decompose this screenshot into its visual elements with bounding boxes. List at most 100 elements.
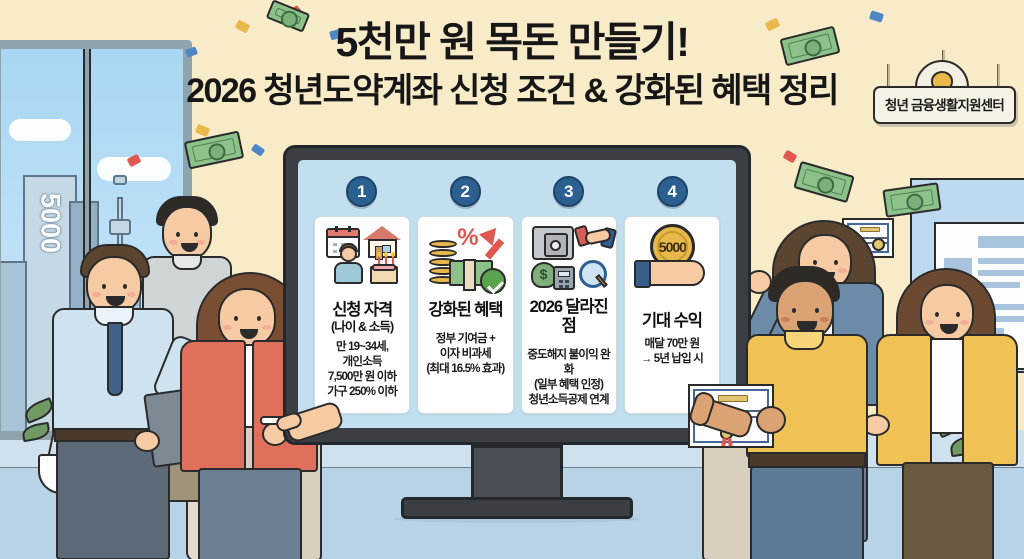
- blush: [820, 317, 829, 322]
- certificate-title-bar: [718, 395, 748, 402]
- card-2-line: 이자 비과세: [439, 348, 492, 360]
- person-body: [334, 262, 364, 284]
- certificate-line: [853, 242, 887, 244]
- calendar-cell: [333, 250, 337, 253]
- eye: [176, 232, 180, 237]
- poster-line: [978, 282, 1020, 288]
- poster-line: [978, 270, 1024, 276]
- calendar-cell: [333, 243, 337, 246]
- step-card-4[interactable]: 5000 기대 수익 매달 70만 원 → 5년 납입 시: [623, 216, 720, 414]
- card-3-heading: 2026 달라진 점: [529, 298, 609, 335]
- head: [920, 284, 974, 342]
- card-1-line: 7,500만 원 이하: [328, 371, 397, 383]
- head: [162, 206, 212, 260]
- badge-label: 청년 금융생활지원센터: [884, 98, 1005, 113]
- monitor-neck: [471, 445, 563, 503]
- tower-top-icon: [113, 175, 127, 185]
- eye: [792, 308, 796, 313]
- candle-flame: [384, 252, 389, 257]
- coin-label: 5000: [658, 238, 687, 255]
- calculator-icon: [552, 266, 575, 290]
- calculator-key: [564, 280, 569, 283]
- card-1-line: 가구 250% 이하: [327, 386, 397, 398]
- magnifier-handle: [594, 274, 608, 288]
- blush: [92, 292, 101, 297]
- blazer-left-panel: [180, 340, 246, 472]
- mouth: [181, 243, 198, 252]
- certificate-seal-icon: [872, 238, 885, 251]
- certificate-line: [853, 237, 887, 239]
- seal-ribbon: [721, 437, 727, 447]
- step-number-cell: 4: [621, 176, 725, 210]
- cake-frosting: [372, 264, 397, 271]
- card-4-line: → 5년 납입 시: [640, 353, 704, 365]
- legs: [902, 462, 994, 559]
- shirt-cuff: [633, 260, 651, 288]
- mouth: [797, 321, 817, 332]
- safe-handshake-moneybag-calculator-magnifier-icon: $: [525, 224, 617, 295]
- card-1-line: 만 19~34세,: [336, 341, 389, 353]
- step-badge-1: 1: [346, 176, 378, 207]
- bill-inner-border: [801, 168, 847, 196]
- candle-flame: [377, 252, 382, 257]
- check-circle-icon: [479, 268, 506, 294]
- person-head: [340, 246, 358, 262]
- tower-deck-icon: [109, 219, 131, 235]
- card-1-subheading: (나이 & 소득): [331, 320, 394, 334]
- eye: [257, 316, 261, 321]
- coin: [429, 249, 458, 257]
- safe-dial: [550, 239, 561, 251]
- step-card-row: 신청 자격 (나이 & 소득) 만 19~34세, 개인소득 7,500만 원 …: [314, 216, 720, 414]
- certificate-title-bar: [860, 227, 880, 232]
- card-2-line: 정부 기여금 +: [435, 333, 496, 345]
- calculator-screen: [557, 271, 570, 277]
- card-4-line: 매달 70만 원: [644, 338, 701, 350]
- eye: [194, 232, 198, 237]
- blush: [838, 268, 847, 273]
- card-3-line: 청년소득공제 연계: [528, 394, 610, 406]
- calendar-pin: [348, 226, 351, 232]
- step-number-row: 1 2 3 4: [310, 176, 724, 210]
- mouth: [940, 324, 958, 334]
- step-number-cell: 1: [310, 176, 414, 210]
- building: [1, 261, 27, 431]
- card-4-heading: 기대 수익: [641, 312, 703, 330]
- bill-inner-border: [890, 189, 934, 211]
- step-card-2[interactable]: % 강화된 혜택 정부 기여금 + 이자 비과세 (최대: [417, 216, 514, 414]
- collar: [172, 254, 202, 270]
- building-sign-5000: 5000: [33, 193, 67, 259]
- card-2-heading: 강화된 혜택: [428, 301, 503, 319]
- cake-candle: [378, 256, 381, 264]
- step-card-1[interactable]: 신청 자격 (나이 & 소득) 만 19~34세, 개인소득 7,500만 원 …: [314, 216, 411, 414]
- window-mullion: [83, 49, 91, 431]
- candle-flame: [391, 252, 396, 257]
- step-badge-2: 2: [449, 176, 481, 207]
- step-number-cell: 2: [414, 176, 518, 210]
- calendar-pin: [335, 226, 338, 232]
- bill-inner-border: [787, 33, 833, 59]
- bill-inner-border: [274, 7, 302, 25]
- dollar-sign: $: [539, 266, 548, 283]
- safe-icon: [531, 226, 574, 260]
- sign-digit: 5000: [35, 193, 66, 254]
- presentation-monitor: 1 2 3 4: [283, 145, 751, 523]
- blush: [925, 320, 934, 325]
- cardigan-right-panel: [962, 334, 1018, 466]
- magnifier-icon: [578, 260, 608, 288]
- card-2-line: (최대 16.5% 효과): [426, 363, 505, 375]
- poster-line: [978, 258, 1024, 264]
- eye: [956, 312, 960, 317]
- eye: [813, 260, 817, 265]
- card-1-body: 만 19~34세, 개인소득 7,500만 원 이하 가구 250% 이하: [327, 340, 397, 400]
- cash-band: [463, 259, 477, 291]
- eye: [234, 316, 238, 321]
- step-badge-4: 4: [656, 176, 688, 207]
- center-badge-sign: 청년 금융생활지원센터: [872, 50, 1016, 124]
- card-3-line: 중도해지 불이익 완화: [527, 349, 610, 376]
- monitor-base: [401, 497, 633, 519]
- bill-inner-border: [191, 137, 237, 163]
- shirt-collar: [784, 330, 824, 350]
- step-card-3[interactable]: $ 2026 달라진 점: [520, 216, 617, 414]
- blush: [169, 240, 178, 245]
- sign-rod: [886, 64, 890, 90]
